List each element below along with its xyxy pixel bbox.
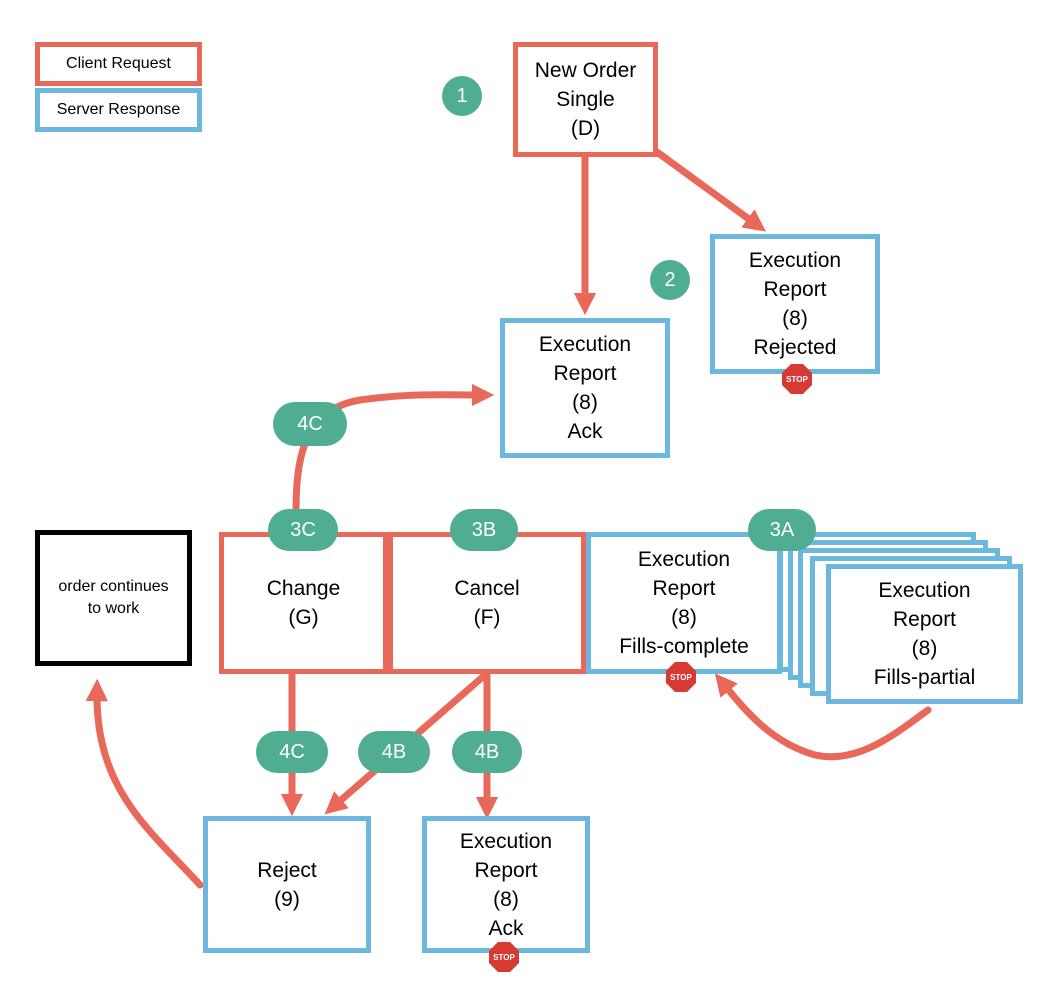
badge-4c-bottom: 4C	[256, 731, 328, 773]
node-line: to work	[87, 600, 140, 617]
node-exec-report-fills-complete: Execution Report (8) Fills-complete	[586, 532, 782, 674]
node-order-continues: order continues to work	[35, 530, 192, 666]
legend-client-request-label: Client Request	[66, 55, 171, 72]
node-exec-report-ack-bottom: Execution Report (8) Ack	[422, 816, 590, 953]
node-line: (8)	[671, 606, 697, 629]
node-exec-report-rejected: Execution Report (8) Rejected	[710, 234, 880, 374]
arrow-new-order-to-rejected	[653, 148, 767, 232]
stop-sign-ack-bottom: STOP	[489, 942, 519, 972]
node-line: Ack	[567, 420, 603, 443]
badge-4b-left: 4B	[358, 731, 430, 773]
arrow-change-to-ack	[292, 383, 495, 519]
node-line: (D)	[570, 117, 601, 140]
node-line: Cancel	[454, 577, 520, 600]
node-line: Single	[556, 88, 615, 111]
node-line: Ack	[488, 916, 524, 940]
node-line: Report	[553, 362, 617, 385]
node-line: Fills-complete	[619, 635, 749, 658]
node-line: New Order	[534, 59, 637, 82]
node-line: Fills-partial	[873, 666, 976, 689]
legend-client-request: Client Request	[35, 42, 202, 86]
node-line: order continues	[58, 578, 169, 595]
node-line: (8)	[493, 887, 519, 911]
stop-sign-rejected: STOP	[782, 364, 812, 394]
node-change: Change (G)	[219, 532, 388, 674]
node-line: Report	[474, 858, 538, 882]
node-line: Execution	[459, 829, 553, 853]
node-line: Reject	[257, 858, 317, 882]
node-line: (F)	[473, 606, 501, 629]
node-line: Execution	[538, 333, 632, 356]
step-2-badge: 2	[650, 260, 690, 300]
arrow-reject-to-continue	[85, 678, 204, 889]
node-line: (9)	[274, 887, 300, 911]
badge-3a: 3A	[748, 509, 816, 551]
node-line: Report	[892, 608, 957, 631]
node-cancel: Cancel (F)	[388, 532, 586, 674]
legend-server-response: Server Response	[35, 88, 202, 132]
node-line: (8)	[782, 307, 808, 330]
node-line: Report	[652, 577, 716, 600]
node-exec-report-fills-partial: Execution Report (8) Fills-partial	[826, 564, 1023, 704]
node-line: Execution	[748, 249, 842, 272]
badge-3b: 3B	[450, 509, 518, 551]
badge-4c-top: 4C	[273, 402, 347, 446]
node-line: Execution	[637, 548, 731, 571]
arrow-partial-to-complete	[714, 673, 932, 761]
node-line: Report	[763, 278, 827, 301]
node-reject: Reject (9)	[203, 816, 371, 953]
step-1-badge: 1	[442, 76, 482, 116]
node-line: Change	[266, 577, 341, 600]
node-line: Execution	[878, 579, 971, 602]
node-line: (8)	[572, 391, 598, 414]
node-line: (G)	[288, 606, 319, 629]
node-new-order-single: New Order Single (D)	[513, 42, 658, 157]
badge-3c: 3C	[268, 509, 338, 551]
node-exec-report-ack: Execution Report (8) Ack	[500, 318, 670, 458]
legend-server-response-label: Server Response	[56, 101, 181, 118]
stop-sign-fills-complete: STOP	[666, 662, 696, 692]
node-line: (8)	[911, 637, 938, 660]
badge-4b-right: 4B	[452, 731, 522, 773]
node-line: Rejected	[753, 336, 837, 359]
